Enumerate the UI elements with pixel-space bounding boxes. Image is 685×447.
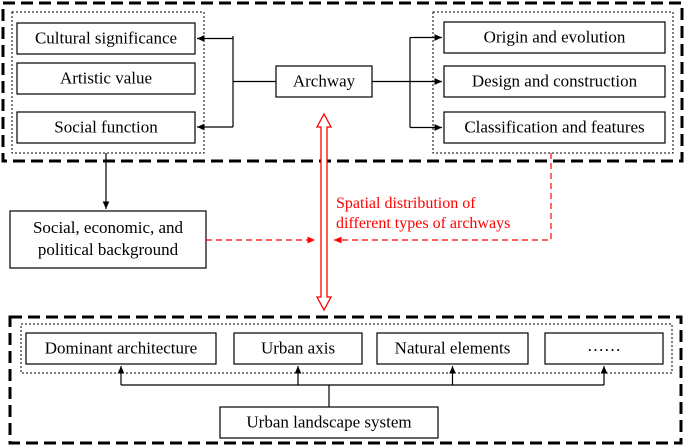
svg-text:Archway: Archway [293,71,356,90]
connector-archway-to-right [372,34,442,131]
spatial-distribution-label: Spatial distribution of different types … [336,195,510,232]
node-more: …… [544,332,664,365]
connector-system-to-elements [117,366,608,407]
node-background: Social, economic, and political backgrou… [9,210,207,269]
node-classification-features: Classification and features [443,111,666,144]
node-archway: Archway [275,65,373,98]
svg-text:political background: political background [38,240,179,259]
svg-text:Urban landscape system: Urban landscape system [246,412,411,431]
node-natural-elements: Natural elements [376,332,529,365]
top-group-frame [1,1,684,163]
svg-text:Natural elements: Natural elements [395,338,511,357]
bottom-subgroup-frame [20,323,673,374]
node-urban-landscape-system: Urban landscape system [219,406,439,439]
svg-text:Social function: Social function [54,117,158,136]
svg-text:Spatial distribution of: Spatial distribution of [336,195,476,212]
svg-text:Classification and features: Classification and features [464,117,644,136]
svg-text:……: …… [587,336,621,355]
node-cultural-significance: Cultural significance [16,22,196,55]
svg-text:Dominant architecture: Dominant architecture [45,338,197,357]
node-origin-evolution: Origin and evolution [443,21,666,54]
svg-text:Design and construction: Design and construction [472,71,638,90]
svg-text:Urban axis: Urban axis [261,338,335,357]
node-urban-axis: Urban axis [233,332,363,365]
node-dominant-architecture: Dominant architecture [25,332,217,365]
connector-archway-to-left [197,35,276,131]
bottom-group-frame [8,315,683,445]
svg-text:Cultural significance: Cultural significance [35,28,177,47]
left-subgroup-frame [11,11,205,154]
svg-text:Artistic value: Artistic value [60,68,152,87]
red-arrow-from-classification [334,153,552,244]
node-artistic-value: Artistic value [16,62,196,95]
node-design-construction: Design and construction [443,65,666,98]
node-social-function: Social function [16,111,196,144]
svg-text:Origin and evolution: Origin and evolution [484,27,626,46]
right-subgroup-frame [432,11,674,154]
svg-text:different types of archways: different types of archways [336,215,510,232]
double-arrow-archway-landscape [315,112,333,312]
svg-text:Social, economic, and: Social, economic, and [33,218,184,237]
